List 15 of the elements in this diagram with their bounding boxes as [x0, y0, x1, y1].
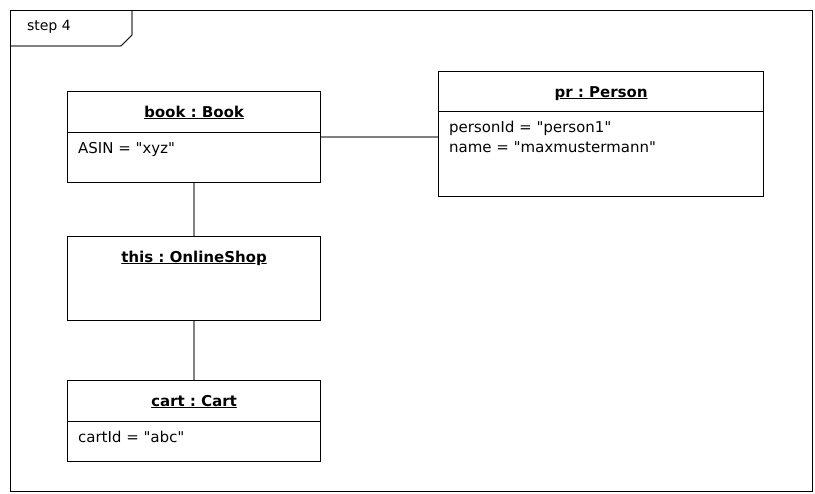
object-box	[67, 91, 321, 183]
object-name: book : Book	[144, 103, 244, 121]
attribute-value: ASIN = "xyz"	[78, 139, 176, 157]
object-box	[438, 71, 764, 197]
frame	[10, 10, 813, 492]
object-name: this : OnlineShop	[121, 248, 267, 266]
attribute-value: personId = "person1"	[449, 118, 612, 136]
association-line	[320, 136, 438, 138]
object-box	[67, 236, 321, 321]
frame-title: step 4	[27, 18, 71, 34]
object-box	[67, 380, 321, 462]
attribute-value: name = "maxmustermann"	[449, 138, 657, 156]
attribute-value: cartId = "abc"	[78, 428, 186, 446]
object-name: pr : Person	[554, 82, 648, 100]
object-name: cart : Cart	[151, 392, 237, 410]
